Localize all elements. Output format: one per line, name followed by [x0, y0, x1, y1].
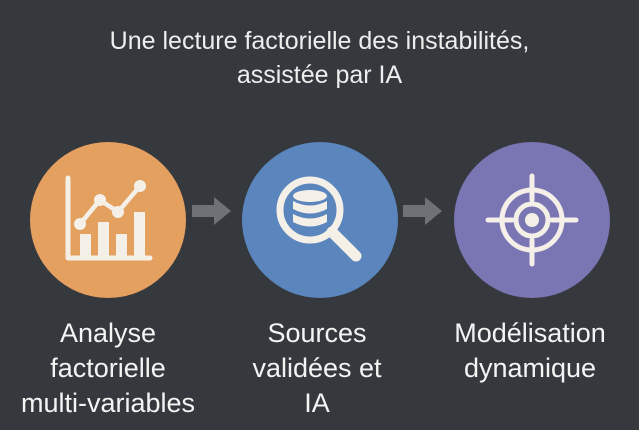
label-line: multi-variables [20, 388, 196, 418]
title-line-2: assistée par IA [236, 61, 403, 89]
bar-line-chart-icon [65, 175, 153, 261]
label-line: Modélisation [454, 318, 606, 348]
step-analysis [30, 142, 186, 298]
label-line: factorielle [50, 353, 166, 383]
label-line: IA [304, 388, 330, 418]
step-analysis-label: Analyse factorielle multi-variables [0, 316, 218, 421]
step-sources-label: Sources validées et IA [207, 316, 427, 421]
label-line: dynamique [463, 353, 597, 383]
step-analysis-circle [30, 142, 186, 298]
step-modeling-circle [454, 142, 610, 298]
label-line: Analyse [59, 318, 157, 348]
step-modeling [454, 142, 610, 298]
title-line-1: Une lecture factorielle des instabilités… [109, 27, 530, 55]
diagram-title: Une lecture factorielle des instabilités… [0, 24, 639, 92]
database-search-icon [276, 176, 362, 262]
arrow-right-icon [403, 197, 442, 225]
label-line: Sources [267, 318, 367, 348]
step-modeling-label: Modélisation dynamique [420, 316, 639, 386]
arrow-right-icon [192, 197, 231, 225]
label-line: validées et [252, 353, 382, 383]
step-sources [242, 142, 398, 298]
target-crosshair-icon [485, 173, 579, 267]
step-sources-circle [242, 142, 398, 298]
